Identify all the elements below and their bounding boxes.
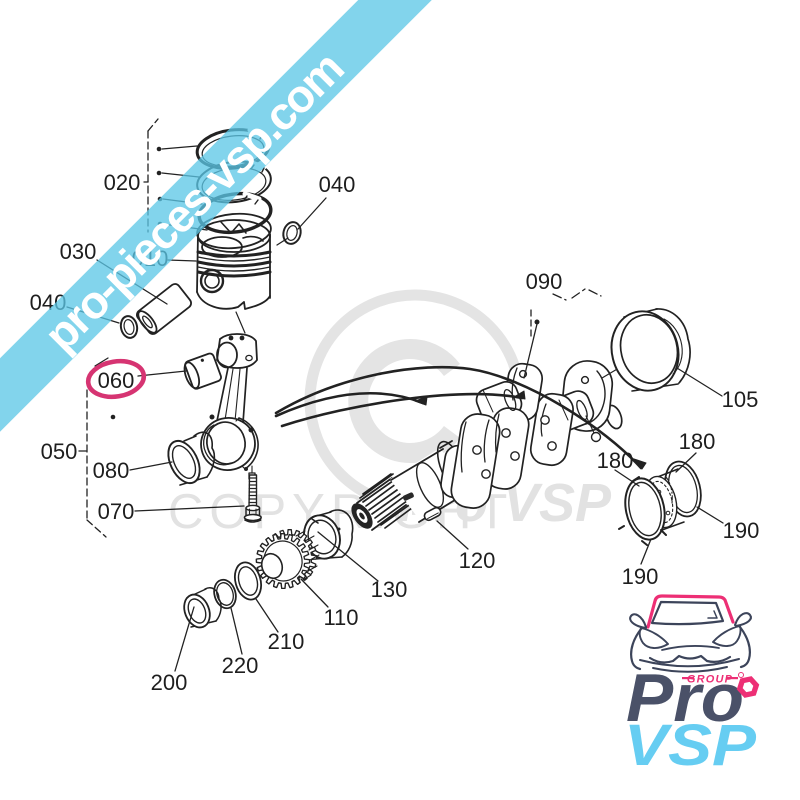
svg-text:030: 030 (60, 239, 97, 264)
svg-text:190: 190 (622, 564, 659, 589)
svg-text:VSP: VSP (624, 713, 756, 778)
svg-text:105: 105 (722, 387, 759, 412)
svg-text:020: 020 (104, 170, 141, 195)
svg-text:220: 220 (222, 653, 259, 678)
svg-text:180: 180 (597, 448, 634, 473)
svg-text:060: 060 (98, 368, 135, 393)
svg-text:120: 120 (459, 548, 496, 573)
svg-text:070: 070 (98, 499, 135, 524)
svg-text:110: 110 (323, 605, 358, 630)
svg-text:040: 040 (319, 172, 356, 197)
svg-text:050: 050 (41, 439, 78, 464)
svg-text:130: 130 (371, 577, 408, 602)
svg-text:080: 080 (93, 458, 130, 483)
svg-text:GROUP: GROUP (687, 674, 733, 686)
svg-text:180: 180 (679, 429, 716, 454)
svg-text:210: 210 (268, 629, 305, 654)
svg-text:190: 190 (723, 518, 760, 543)
svg-text:200: 200 (151, 670, 188, 695)
svg-text:090: 090 (526, 269, 563, 294)
svg-text:Pro: Pro (626, 660, 744, 736)
